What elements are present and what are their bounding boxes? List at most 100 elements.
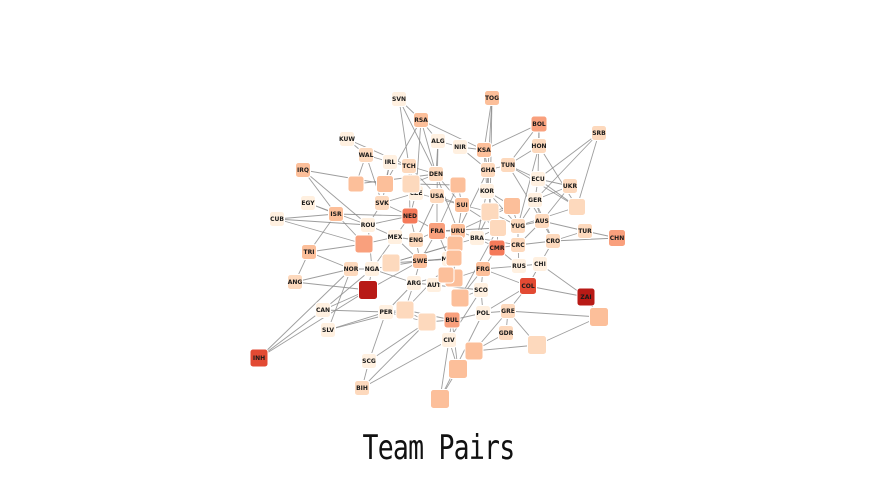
edge-slv-per bbox=[327, 311, 387, 331]
node-alg[interactable]: ALG bbox=[430, 133, 446, 149]
node-svk[interactable]: SVK bbox=[374, 195, 390, 211]
node-pol[interactable]: POL bbox=[475, 305, 491, 321]
node-bul[interactable]: BUL bbox=[443, 311, 461, 329]
node-cro[interactable]: CRO bbox=[545, 233, 561, 249]
node-rsa[interactable]: RSA bbox=[413, 112, 429, 128]
node-unlabeled-u7[interactable] bbox=[354, 234, 374, 254]
node-slv[interactable]: SLV bbox=[320, 322, 336, 338]
edge-hon-yug bbox=[517, 145, 540, 227]
node-gdr[interactable]: GDR bbox=[498, 325, 514, 341]
node-unlabeled-u22[interactable] bbox=[437, 266, 455, 284]
node-kor[interactable]: KOR bbox=[479, 183, 495, 199]
node-can[interactable]: CAN bbox=[315, 302, 331, 318]
node-tur[interactable]: TUR bbox=[577, 223, 593, 239]
node-aus[interactable]: AUS bbox=[534, 213, 550, 229]
node-label: IRQ bbox=[297, 167, 309, 174]
node-box bbox=[510, 237, 526, 253]
node-ksa[interactable]: KSA bbox=[476, 142, 492, 158]
edge-tog-ksa bbox=[483, 97, 493, 151]
node-bih[interactable]: BIH bbox=[354, 380, 370, 396]
node-unlabeled-u6[interactable] bbox=[503, 197, 521, 215]
node-unlabeled-u16[interactable] bbox=[527, 335, 547, 355]
node-frg[interactable]: FRG bbox=[475, 261, 491, 277]
edge-inh-nor bbox=[258, 268, 352, 359]
node-unlabeled-u1[interactable] bbox=[376, 175, 394, 193]
node-unlabeled-u21[interactable] bbox=[489, 219, 507, 237]
node-unlabeled-u14[interactable] bbox=[417, 312, 437, 332]
node-unlabeled-u15[interactable] bbox=[589, 307, 609, 327]
node-unlabeled-u23[interactable] bbox=[445, 249, 463, 267]
node-box bbox=[454, 197, 470, 213]
node-swe[interactable]: SWE bbox=[412, 253, 428, 269]
node-cmr[interactable]: CMR bbox=[488, 239, 506, 257]
node-nor[interactable]: NOR bbox=[343, 261, 359, 277]
node-unlabeled-u20[interactable] bbox=[381, 253, 401, 273]
node-chi[interactable]: CHI bbox=[532, 256, 548, 272]
node-svn[interactable]: SVN bbox=[391, 91, 407, 107]
node-usa[interactable]: USA bbox=[429, 188, 445, 204]
node-scg[interactable]: SCG bbox=[361, 353, 377, 369]
node-tun[interactable]: TUN bbox=[500, 157, 516, 173]
edge-cub-rou bbox=[276, 218, 369, 226]
node-ukr[interactable]: UKR bbox=[562, 178, 578, 194]
node-eng[interactable]: ENG bbox=[408, 232, 424, 248]
node-sui[interactable]: SUI bbox=[454, 197, 470, 213]
node-inh[interactable]: INH bbox=[249, 348, 269, 368]
node-wal[interactable]: WAL bbox=[358, 147, 374, 163]
node-ger[interactable]: GER bbox=[527, 192, 543, 208]
node-mex[interactable]: MEX bbox=[387, 229, 403, 245]
node-unlabeled-u4[interactable] bbox=[449, 176, 467, 194]
node-unlabeled-u12[interactable] bbox=[568, 198, 586, 216]
node-unlabeled-u17[interactable] bbox=[464, 341, 484, 361]
node-egy[interactable]: EGY bbox=[300, 195, 316, 211]
node-rou[interactable]: ROU bbox=[360, 217, 376, 233]
node-tog[interactable]: TOG bbox=[484, 90, 500, 106]
node-unlabeled-u5[interactable] bbox=[480, 202, 500, 222]
node-den[interactable]: DEN bbox=[428, 166, 444, 182]
node-label: TCH bbox=[402, 163, 416, 170]
node-isr[interactable]: ISR bbox=[328, 206, 344, 222]
node-arg[interactable]: ARG bbox=[406, 275, 422, 291]
node-unlabeled-u9[interactable] bbox=[358, 280, 378, 300]
node-ecu[interactable]: ECU bbox=[530, 171, 546, 187]
node-tch[interactable]: TCH bbox=[401, 158, 417, 174]
node-hon[interactable]: HON bbox=[531, 138, 547, 154]
node-zai[interactable]: ZAI bbox=[576, 287, 596, 307]
edge-u19-pol bbox=[439, 312, 484, 400]
node-civ[interactable]: CIV bbox=[441, 332, 457, 348]
node-bra[interactable]: BRA bbox=[469, 230, 485, 246]
edge-u21-fra bbox=[436, 227, 499, 232]
node-bol[interactable]: BOL bbox=[530, 115, 548, 133]
node-srb[interactable]: SRB bbox=[591, 125, 607, 141]
node-gha[interactable]: GHA bbox=[480, 162, 496, 178]
node-unlabeled-u2[interactable] bbox=[347, 175, 365, 193]
node-fra[interactable]: FRA bbox=[428, 222, 446, 240]
node-box bbox=[376, 175, 394, 193]
node-rus[interactable]: RUS bbox=[511, 258, 527, 274]
node-unlabeled-u19[interactable] bbox=[430, 389, 450, 409]
node-nga[interactable]: NGA bbox=[364, 261, 380, 277]
node-irq[interactable]: IRQ bbox=[295, 162, 311, 178]
node-unlabeled-u3[interactable] bbox=[401, 174, 421, 194]
node-unlabeled-u18[interactable] bbox=[448, 359, 468, 379]
node-kuw[interactable]: KUW bbox=[339, 131, 355, 147]
node-box bbox=[428, 222, 446, 240]
node-ang[interactable]: ANG bbox=[287, 274, 303, 290]
node-irl[interactable]: IRL bbox=[382, 154, 398, 170]
edge-srb-ger bbox=[534, 132, 600, 201]
node-col[interactable]: COL bbox=[519, 277, 537, 295]
node-unlabeled-u11[interactable] bbox=[395, 300, 415, 320]
node-per[interactable]: PER bbox=[378, 304, 394, 320]
node-chn[interactable]: CHN bbox=[608, 229, 626, 247]
node-box bbox=[475, 261, 491, 277]
node-box bbox=[401, 207, 419, 225]
node-unlabeled-u13[interactable] bbox=[450, 288, 470, 308]
node-cub[interactable]: CUB bbox=[269, 211, 285, 227]
node-crc[interactable]: CRC bbox=[510, 237, 526, 253]
node-nir[interactable]: NIR bbox=[452, 139, 468, 155]
node-sco[interactable]: SCO bbox=[473, 282, 489, 298]
node-tri[interactable]: TRI bbox=[301, 244, 317, 260]
node-gre[interactable]: GRE bbox=[500, 303, 516, 319]
node-yug[interactable]: YUG bbox=[510, 218, 526, 234]
node-ned[interactable]: NED bbox=[401, 207, 419, 225]
